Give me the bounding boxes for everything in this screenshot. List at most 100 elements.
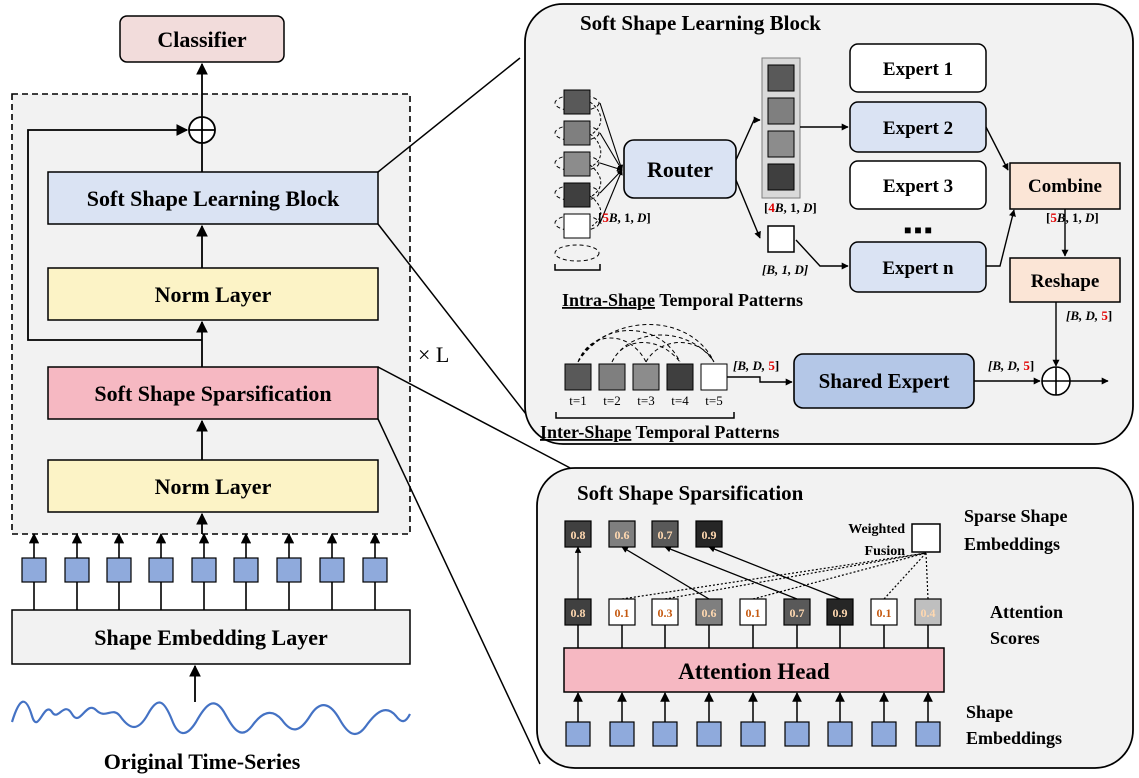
- left-stack: × L Classifier Soft Shape Learning Block…: [10, 15, 449, 774]
- expert-1-label: Expert 1: [883, 59, 953, 80]
- single-token-square: [767, 225, 795, 253]
- shape-square-4: [563, 182, 591, 208]
- attention-score-value: 0.1: [877, 606, 892, 620]
- weighted-label: Weighted: [848, 522, 905, 537]
- router-box[interactable]: [623, 139, 737, 199]
- sparse-embedding-square: [695, 520, 723, 548]
- dim-inter: [B, D, 5]: [733, 358, 779, 373]
- dim-part: ]: [1108, 308, 1112, 323]
- dim-part: , 1,: [784, 200, 804, 215]
- norm-bottom-box[interactable]: [47, 459, 379, 513]
- norm-top-box[interactable]: [47, 267, 379, 321]
- combine-box[interactable]: [1009, 162, 1121, 210]
- sslb-box[interactable]: [47, 171, 379, 225]
- router-input-arrows: [599, 102, 624, 224]
- dim-part: 5: [602, 210, 609, 225]
- timestep-label: t=3: [637, 393, 654, 408]
- expert-n-label: Expert n: [882, 258, 954, 279]
- dim-part: [: [1046, 210, 1050, 225]
- zoom-line-ssl-bottom: [377, 223, 541, 433]
- expert-n-box[interactable]: [849, 241, 987, 293]
- combine-label: Combine: [1028, 176, 1102, 197]
- shape-embedding-square: [609, 721, 635, 747]
- embedding-square: [233, 557, 259, 583]
- shape-embedding-square: [565, 721, 591, 747]
- intra-label: Intra-Shape Temporal Patterns: [562, 290, 803, 310]
- attention-score-value: 0.4: [921, 606, 936, 620]
- inter-bracket: [555, 412, 735, 419]
- dim-part: 5: [1101, 308, 1108, 323]
- dim-part: ]: [646, 210, 650, 225]
- attention-score-value: 0.1: [746, 606, 761, 620]
- top4-square: [767, 64, 795, 92]
- embedding-square: [319, 557, 345, 583]
- attention-score-square: [608, 598, 636, 626]
- dashed-ellipse: [554, 244, 600, 262]
- time-series-wave: [10, 700, 411, 736]
- attention-score-square: [739, 598, 767, 626]
- attention-score-square: [783, 598, 811, 626]
- classifier-box[interactable]: [119, 15, 285, 63]
- attention-scores-label-1: Attention: [990, 602, 1063, 622]
- arrow-router-to-single: [735, 179, 761, 239]
- sss-title: Soft Shape Sparsification: [577, 481, 804, 505]
- shape-embedding-square: [740, 721, 766, 747]
- expert-3-label: Expert 3: [883, 176, 953, 197]
- dim-part: [B, D,: [1066, 308, 1101, 323]
- attention-scores-label-2: Scores: [990, 628, 1040, 648]
- reshape-label: Reshape: [1031, 271, 1100, 292]
- timestep-label: t=2: [603, 393, 620, 408]
- sparse-select-arrow: [664, 546, 798, 600]
- attention-score-square: [870, 598, 898, 626]
- attention-score-value: 0.7: [790, 606, 805, 620]
- inter-square-3: [632, 363, 660, 391]
- dim-shared: [B, D, 5]: [988, 358, 1034, 373]
- dim-part: D: [636, 210, 647, 225]
- left-embedding-squares: [21, 532, 388, 610]
- attention-head-box[interactable]: [563, 647, 945, 693]
- zoom-line-sss-top: [377, 366, 575, 471]
- router-input-arrow: [599, 132, 623, 171]
- expert-3-box[interactable]: [849, 160, 987, 210]
- expert-2-label: Expert 2: [883, 118, 953, 139]
- sparse-select-arrow: [621, 546, 710, 600]
- embedding-square: [64, 557, 90, 583]
- embedding-layer-label: Shape Embedding Layer: [94, 625, 328, 650]
- dim-part: B: [774, 200, 784, 215]
- sparse-embedding-value: 0.7: [658, 528, 673, 542]
- reshape-box[interactable]: [1009, 257, 1121, 303]
- top4-square: [767, 97, 795, 125]
- router-input-arrow: [599, 169, 623, 224]
- sparse-select-arrow: [708, 546, 841, 600]
- embedding-square: [276, 557, 302, 583]
- sparse-embed-label-2: Embeddings: [964, 534, 1060, 554]
- inter-square-2: [598, 363, 626, 391]
- attention-score-value: 0.6: [702, 606, 717, 620]
- timestep-label: t=5: [705, 393, 722, 408]
- arrow-expert2-to-combine: [985, 126, 1009, 171]
- embedding-layer-box[interactable]: [11, 609, 411, 665]
- attention-score-value: 0.3: [658, 606, 673, 620]
- arrow-single-to-expertn: [795, 239, 849, 270]
- attention-score-square: [564, 598, 592, 626]
- expert-1-box[interactable]: [849, 43, 987, 93]
- inter-label: Inter-Shape Temporal Patterns: [540, 422, 779, 442]
- inter-shape-row: t=1 t=2 t=3 t=4 t=5: [555, 324, 735, 419]
- ssl-panel: Soft Shape Learning Block [5B, 1, D] Rou…: [524, 3, 1134, 445]
- embedding-square: [106, 557, 132, 583]
- dim-part: ]: [1030, 358, 1034, 373]
- arrow-expertn-to-combine: [986, 209, 1016, 267]
- dim-part: B: [1056, 210, 1066, 225]
- shape-square-5: [563, 213, 591, 239]
- sparse-embedding-square: [608, 520, 636, 548]
- shape-square-3: [563, 151, 591, 177]
- zoom-line-ssl-top: [377, 57, 521, 173]
- sss-panel: Soft Shape Sparsification Weighted Fusio…: [536, 467, 1134, 769]
- dim-part: [: [764, 200, 768, 215]
- shape-square-1: [563, 89, 591, 115]
- ssl-title: Soft Shape Learning Block: [580, 11, 821, 35]
- dim-part: ]: [812, 200, 816, 215]
- sss-box[interactable]: [47, 366, 379, 420]
